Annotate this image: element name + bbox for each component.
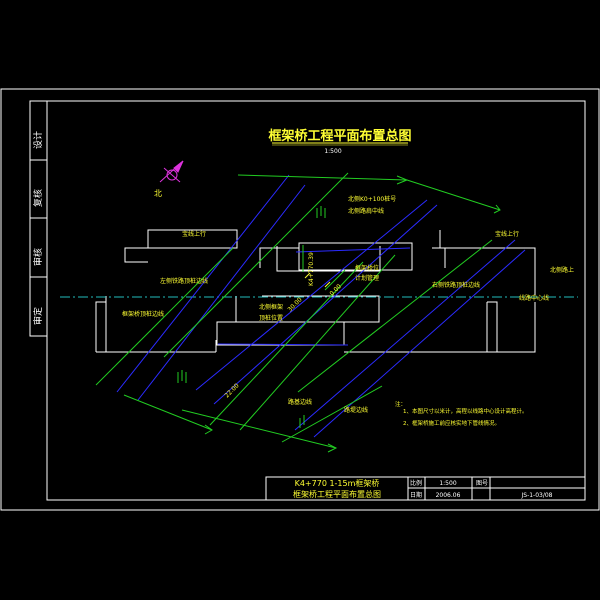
sheet-label: 图号 — [476, 480, 488, 487]
outer-frame — [0, 88, 600, 511]
margin-cell-1: 设计 — [32, 131, 44, 149]
title-block — [265, 476, 586, 501]
date-label: 日期 — [410, 491, 422, 499]
label-bottom-b: 路堤边线 — [344, 406, 368, 414]
label-top-2: 北侧路肩中线 — [348, 207, 384, 215]
sheet-value: JS-1-03/08 — [520, 492, 552, 499]
label-center-low-2: 顶桩位置 — [259, 314, 283, 322]
label-bottom-dim: 22.00 — [223, 382, 240, 399]
road-outline — [95, 229, 536, 353]
label-bottom-a: 路基边线 — [288, 398, 312, 406]
bridge-outline — [116, 174, 526, 438]
label-line-down: 宝线上行 — [495, 230, 519, 238]
margin-cell-3: 审核 — [32, 248, 44, 266]
drawing-scale: 1:500 — [324, 148, 341, 155]
scale-label: 比例 — [410, 479, 422, 487]
north-label: 北 — [154, 189, 162, 198]
drawing-title: 框架桥工程平面布置总图 — [268, 128, 411, 144]
label-station: K4+770.39 — [308, 252, 315, 286]
label-center-low-1: 北侧框架 — [259, 303, 283, 311]
note-2: 2、框架桥施工前应核实地下管线情况。 — [403, 419, 500, 427]
label-right-mid: 右侧铁路顶桩边线 — [432, 281, 480, 289]
label-width: 30.00 — [286, 296, 303, 313]
scale-value: 1:500 — [439, 480, 456, 487]
label-mid-1: 框架桥位 — [355, 264, 379, 272]
title-block-line1: K4+770 1-15m框架桥 — [295, 478, 380, 488]
label-right-edge: 北侧路上 — [550, 266, 574, 274]
note-1: 1、本图尺寸以米计，高程以线路中心设计高程计。 — [403, 407, 528, 415]
notes-head: 注： — [395, 400, 406, 408]
margin-cell-2: 复核 — [32, 189, 44, 207]
date-value: 2006.06 — [436, 492, 461, 499]
label-left-low: 框架桥顶桩边线 — [122, 310, 164, 318]
label-line-up: 宝线上行 — [182, 230, 206, 238]
survey-marks — [304, 272, 331, 288]
inner-frame — [46, 100, 586, 501]
alignment-lines — [95, 172, 501, 449]
north-arrow-icon — [159, 160, 184, 183]
title-block-line2: 框架桥工程平面布置总图 — [293, 489, 381, 499]
dimension-ticks — [177, 206, 326, 428]
label-top-1: 北侧K0+100桩号 — [348, 195, 396, 203]
left-margin-strip — [29, 100, 48, 337]
margin-cell-4: 审定 — [32, 307, 44, 325]
label-mid-2: 计划管理 — [355, 274, 379, 282]
label-left-mid: 左侧铁路顶桩边线 — [160, 277, 208, 285]
label-center-line: 线路中心线 — [519, 294, 549, 302]
arrow-icons — [204, 175, 501, 453]
